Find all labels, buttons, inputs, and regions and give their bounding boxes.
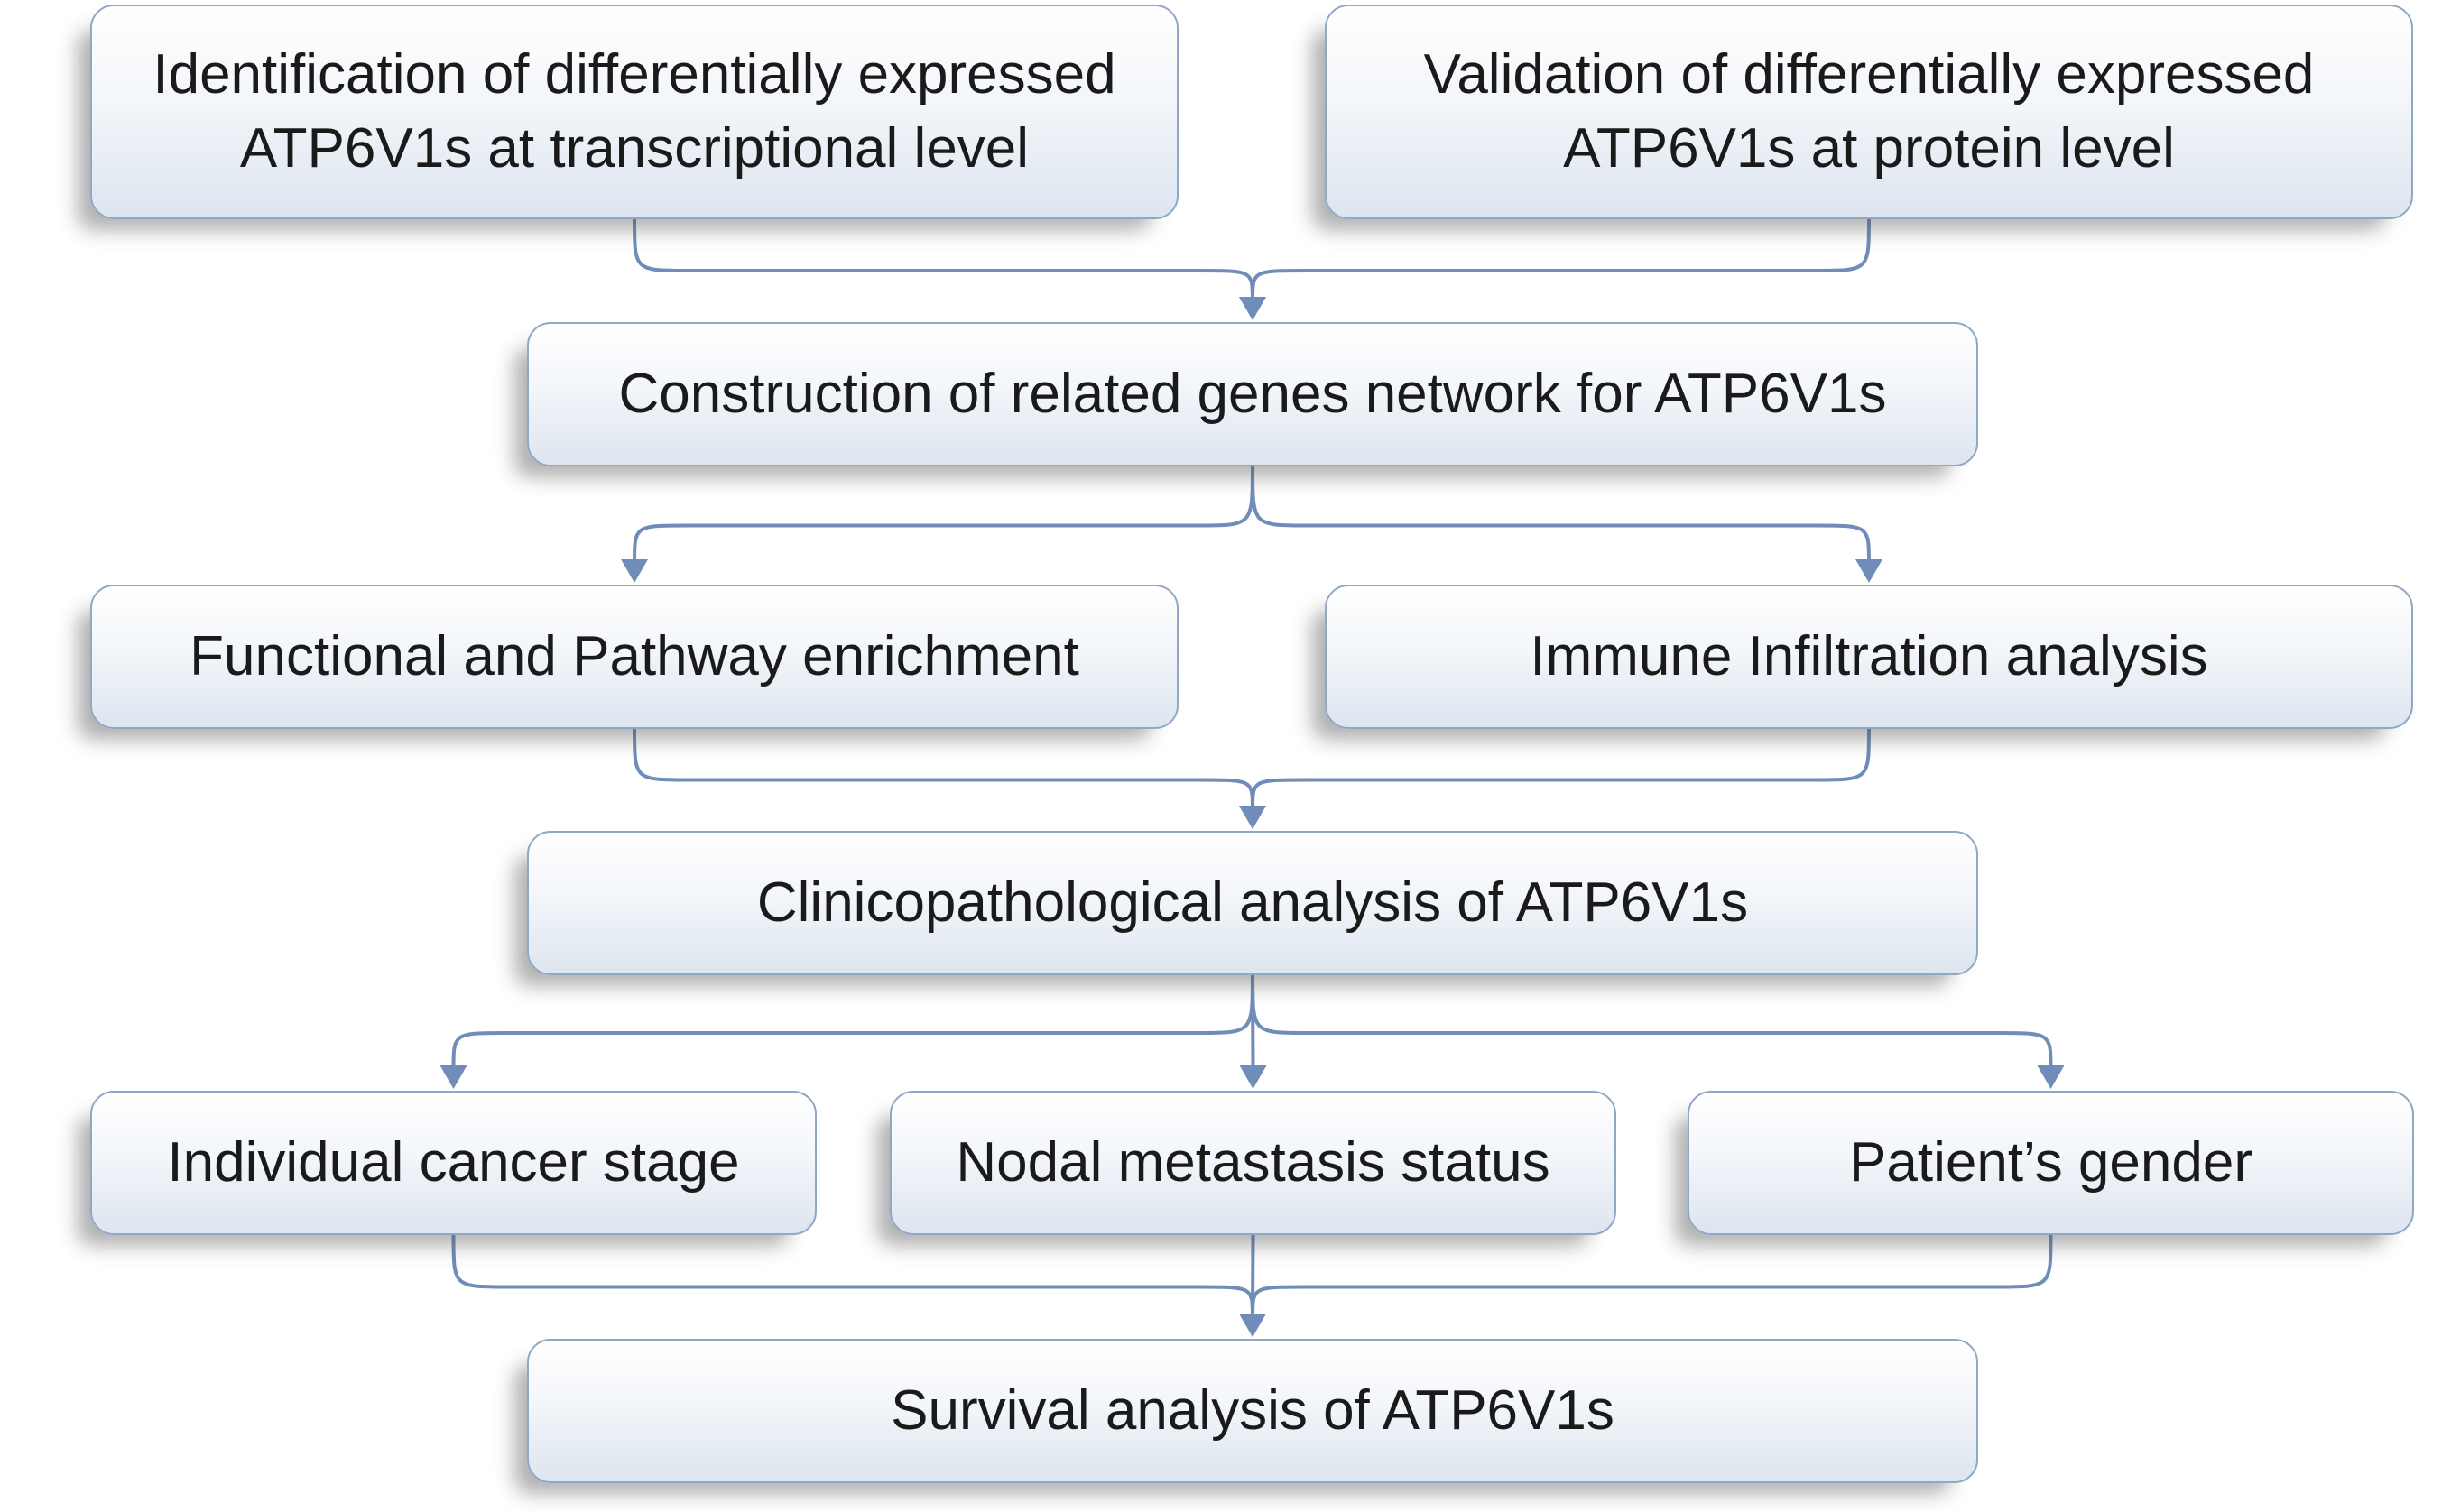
- construction-box: Construction of related genes network fo…: [527, 322, 1978, 466]
- identification-label: Identification of differentially express…: [153, 43, 1116, 180]
- connector-construction-to-functional: [633, 466, 1254, 564]
- arrowhead-construction-to-immune: [1855, 559, 1882, 583]
- arrowhead-validation-to-construction: [1239, 297, 1266, 320]
- connector-stage-to-survival: [451, 1234, 1254, 1318]
- nodal-box: Nodal metastasis status: [890, 1091, 1616, 1235]
- arrowhead-gender-to-survival: [1239, 1314, 1266, 1337]
- survival-box: Survival analysis of ATP6V1s: [527, 1339, 1978, 1483]
- stage-label: Individual cancer stage: [167, 1131, 740, 1194]
- arrowhead-clinicopathological-to-nodal: [1239, 1065, 1267, 1089]
- connector-validation-to-construction: [1251, 218, 1871, 301]
- connector-functional-to-clinicopathological: [633, 728, 1254, 810]
- construction-label: Construction of related genes network fo…: [618, 363, 1887, 425]
- connector-clinicopathological-to-stage: [451, 974, 1254, 1070]
- arrowhead-clinicopathological-to-stage: [439, 1065, 467, 1089]
- gender-label: Patient’s gender: [1849, 1131, 2252, 1194]
- connector-immune-to-clinicopathological: [1251, 728, 1871, 810]
- clinicopathological-label: Clinicopathological analysis of ATP6V1s: [756, 871, 1749, 934]
- immune-box: Immune Infiltration analysis: [1325, 585, 2413, 729]
- connector-construction-to-immune: [1251, 466, 1871, 564]
- functional-label: Functional and Pathway enrichment: [190, 625, 1079, 687]
- functional-box: Functional and Pathway enrichment: [90, 585, 1179, 729]
- connector-clinicopathological-to-gender: [1251, 974, 2053, 1070]
- survival-label: Survival analysis of ATP6V1s: [891, 1379, 1614, 1442]
- connector-gender-to-survival: [1251, 1234, 2053, 1318]
- gender-box: Patient’s gender: [1688, 1091, 2414, 1235]
- identification-box: Identification of differentially express…: [90, 5, 1179, 219]
- arrowhead-immune-to-clinicopathological: [1239, 806, 1266, 829]
- stage-box: Individual cancer stage: [90, 1091, 817, 1235]
- immune-label: Immune Infiltration analysis: [1530, 625, 2208, 687]
- arrowhead-clinicopathological-to-gender: [2037, 1065, 2065, 1089]
- connector-identification-to-construction: [633, 218, 1254, 301]
- clinicopathological-box: Clinicopathological analysis of ATP6V1s: [527, 831, 1978, 975]
- nodal-label: Nodal metastasis status: [956, 1131, 1550, 1194]
- arrowhead-construction-to-functional: [621, 559, 648, 583]
